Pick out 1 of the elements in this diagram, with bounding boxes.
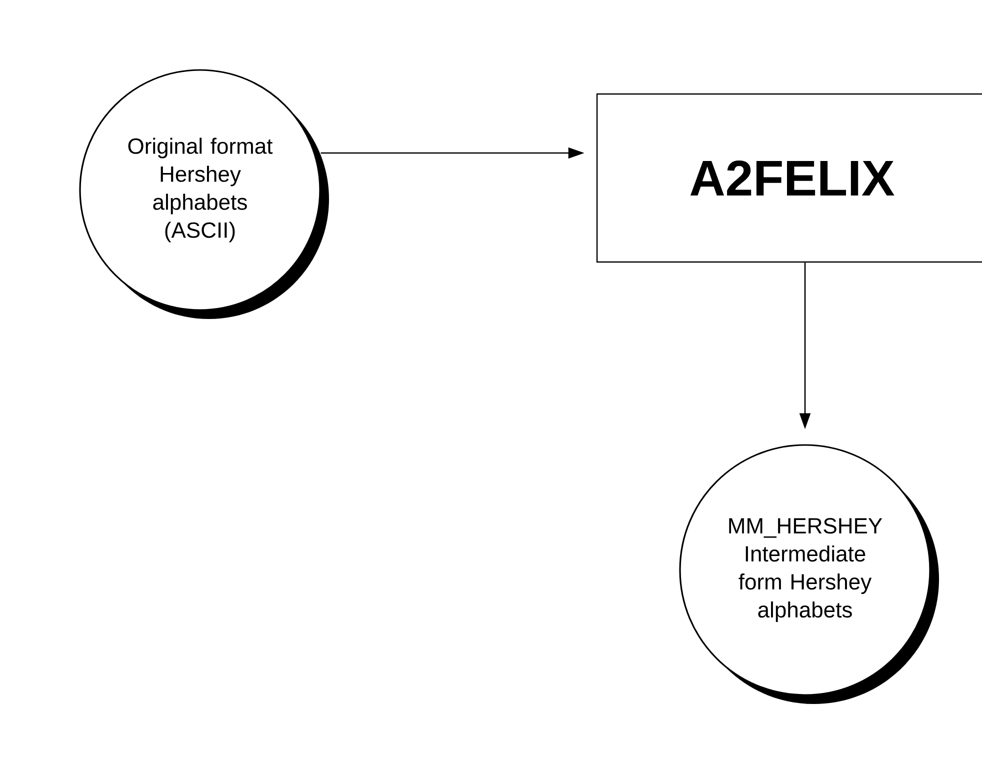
process-box: A2FELIX <box>596 93 982 263</box>
